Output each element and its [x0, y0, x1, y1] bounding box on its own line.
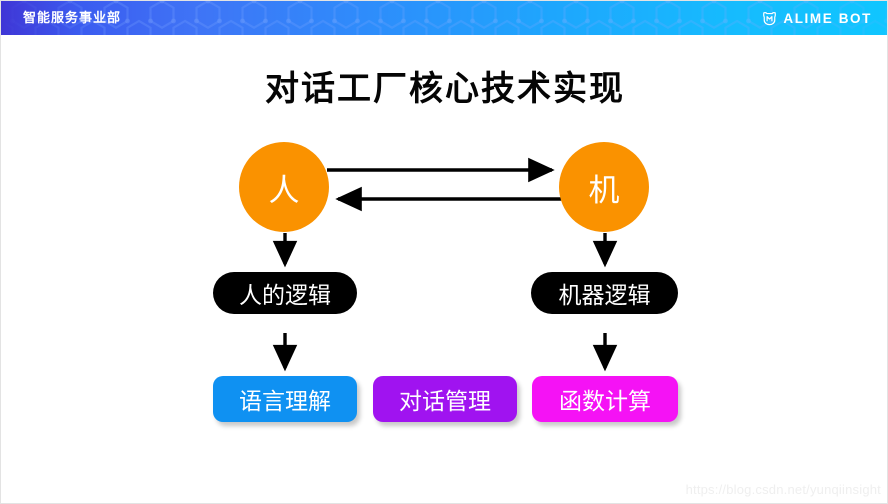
box-human-logic-label: 人的逻辑 — [239, 282, 331, 308]
box-machine-logic: 机器逻辑 — [531, 272, 678, 314]
node-machine: 机 — [559, 142, 649, 232]
box-dialog-management: 对话管理 — [373, 376, 517, 422]
page-title: 对话工厂核心技术实现 — [265, 70, 625, 108]
box-machine-logic-label: 机器逻辑 — [558, 282, 651, 308]
box-function-compute: 函数计算 — [532, 376, 678, 422]
box-human-logic: 人的逻辑 — [213, 272, 357, 314]
node-machine-label: 机 — [588, 172, 620, 208]
brand-name: ALIME BOT — [783, 10, 872, 26]
box-language-understanding-label: 语言理解 — [239, 388, 331, 414]
department-label: 智能服务事业部 — [23, 10, 122, 25]
node-human-label: 人 — [268, 172, 300, 208]
box-dialog-management-label: 对话管理 — [399, 388, 491, 414]
watermark-url: https://blog.csdn.net/yunqiinsight — [685, 482, 881, 497]
node-human: 人 — [239, 142, 329, 232]
box-language-understanding: 语言理解 — [213, 376, 357, 422]
brand-logo: ALIME BOT — [761, 1, 872, 35]
box-function-compute-label: 函数计算 — [559, 388, 651, 414]
alime-shield-icon — [763, 11, 777, 25]
